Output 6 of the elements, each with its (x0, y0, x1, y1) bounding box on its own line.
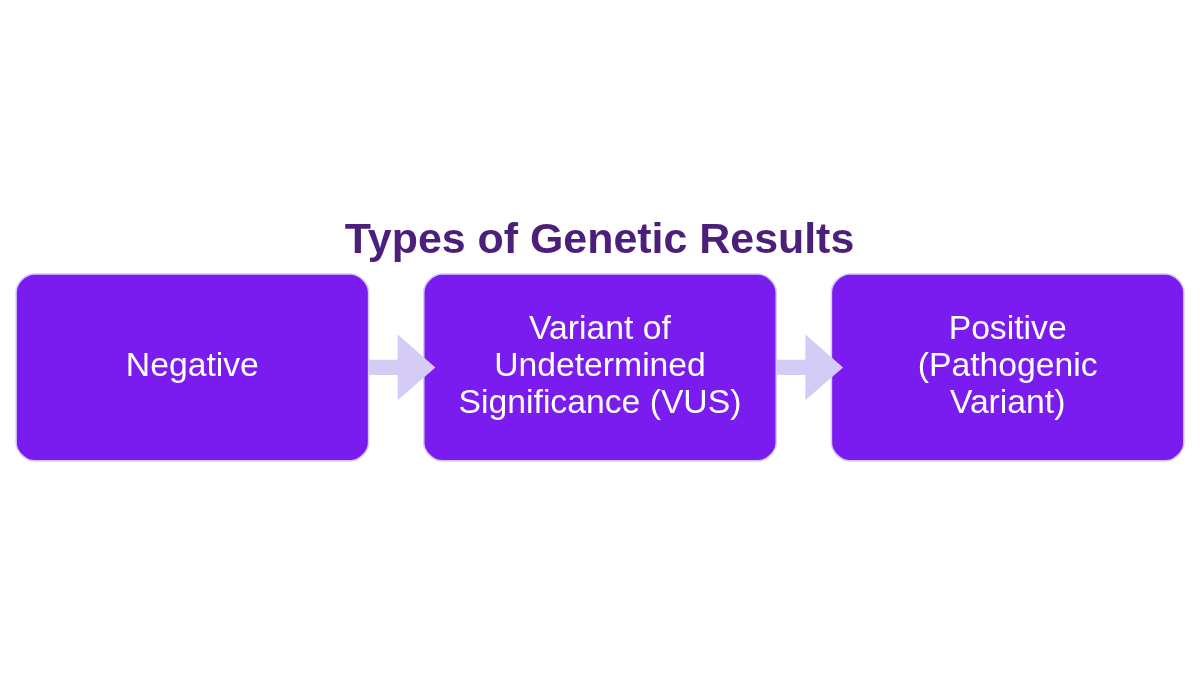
node-box: Variant of Undetermined Significance (VUS) (423, 273, 777, 462)
diagram-title: Types of Genetic Results (344, 214, 855, 263)
arrow (369, 334, 436, 401)
node-box: Negative (15, 273, 370, 462)
node-box: Positive (Pathogenic Variant) (830, 273, 1185, 462)
arrow (776, 334, 844, 401)
